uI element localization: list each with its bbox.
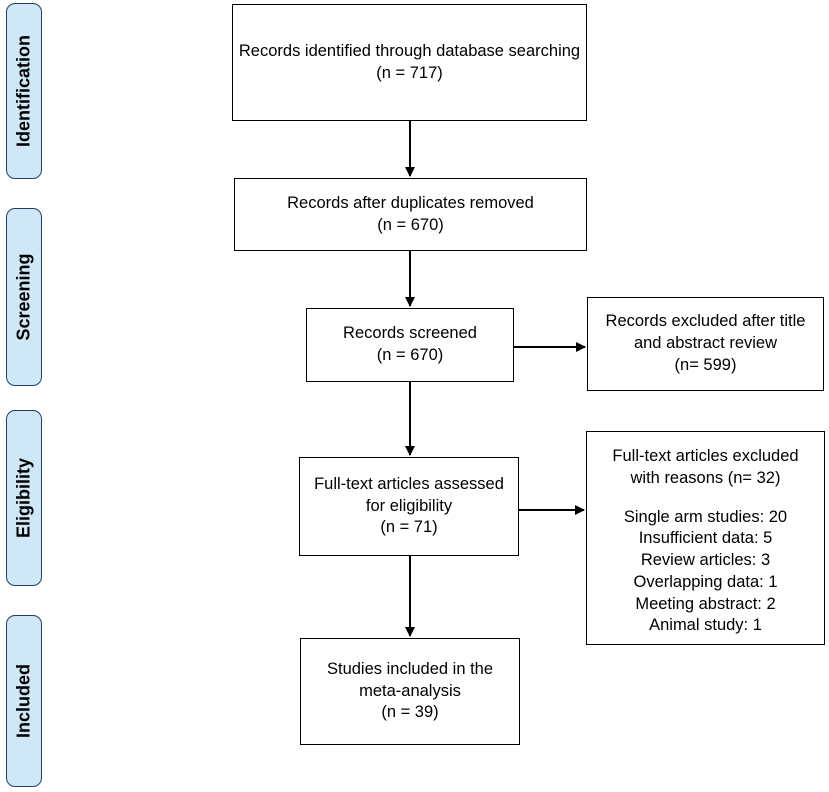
stage-eligibility: Eligibility [6, 410, 42, 586]
box-fulltext-assessed-line1: Full-text articles assessed [314, 474, 504, 493]
reason-item: Meeting abstract: 2 [635, 594, 776, 613]
reason-item: Insufficient data: 5 [638, 529, 773, 548]
box-studies-included-line2: meta-analysis [359, 681, 461, 700]
box-fulltext-excluded: Full-text articles excluded with reasons… [586, 431, 825, 645]
stage-label-included: Included [13, 663, 34, 739]
box-fulltext-assessed-count: (n = 71) [380, 518, 438, 537]
reason-item: Overlapping data: 1 [633, 572, 778, 591]
box-records-identified: Records identified through database sear… [232, 4, 587, 121]
stage-label-eligibility: Eligibility [13, 457, 34, 539]
stage-label-screening: Screening [13, 253, 34, 341]
box-fulltext-excluded-heading2: with reasons (n= 32) [630, 468, 781, 487]
stage-label-identification: Identification [13, 35, 34, 147]
box-records-screened-text: Records screened [343, 324, 477, 343]
box-records-screened-count: (n = 670) [376, 346, 444, 364]
reason-item: Review articles: 3 [640, 551, 771, 570]
box-studies-included-line1: Studies included in the [326, 659, 494, 678]
box-studies-included: Studies included in the meta-analysis (n… [300, 638, 520, 745]
box-records-identified-text: Records identified through database sear… [238, 41, 581, 60]
box-fulltext-assessed: Full-text articles assessed for eligibil… [299, 457, 519, 556]
reason-item: Animal study: 1 [649, 616, 762, 635]
stage-screening: Screening [6, 208, 42, 386]
box-fulltext-excluded-heading1: Full-text articles excluded [612, 447, 799, 465]
box-records-excluded-title-count: (n= 599) [674, 355, 737, 374]
box-records-excluded-title-line2: and abstract review [633, 334, 778, 353]
reason-item: Single arm studies: 20 [623, 507, 788, 526]
box-records-screened: Records screened (n = 670) [306, 308, 514, 382]
box-records-deduplicated-text: Records after duplicates removed [287, 193, 534, 212]
box-records-excluded-title-line1: Records excluded after title [605, 312, 806, 331]
box-records-deduplicated-count: (n = 670) [377, 215, 444, 234]
box-records-identified-count: (n = 717) [376, 63, 443, 82]
box-records-excluded-title-abstract: Records excluded after title and abstrac… [587, 297, 824, 391]
stage-included: Included [6, 615, 42, 787]
box-studies-included-count: (n = 39) [381, 703, 439, 722]
box-records-deduplicated: Records after duplicates removed (n = 67… [234, 178, 587, 251]
box-fulltext-assessed-line2: for eligibility [365, 496, 453, 515]
stage-identification: Identification [6, 3, 42, 179]
